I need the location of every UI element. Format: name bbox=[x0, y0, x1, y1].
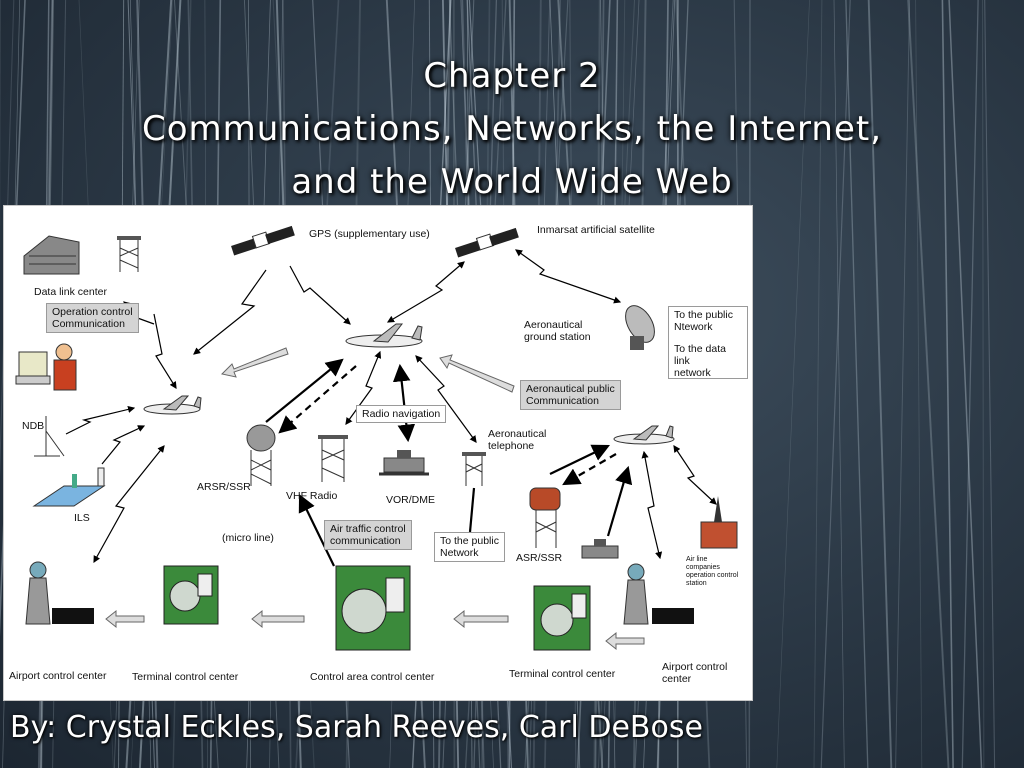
small-station-icon bbox=[581, 539, 619, 559]
label-airport-right-line2: center bbox=[662, 673, 692, 685]
box-public-line1: To the public bbox=[674, 309, 733, 321]
aircraft-right-icon bbox=[613, 425, 675, 445]
label-airport-cc-left: Airport control center bbox=[9, 670, 107, 682]
vhf-radio-tower-icon bbox=[318, 435, 348, 482]
terminal-control-right-screen-icon bbox=[533, 585, 591, 651]
link-arrows bbox=[265, 358, 633, 567]
box-aero-public-line2: Communication bbox=[526, 395, 599, 407]
slide-title: Chapter 2 Communications, Networks, the … bbox=[0, 50, 1024, 209]
box-datalink-line1: To the data link bbox=[674, 343, 726, 367]
label-airline-line3: operation control bbox=[686, 572, 739, 579]
background-streak bbox=[961, 0, 979, 768]
terminal-control-left-screen-icon bbox=[163, 565, 219, 625]
background-streak bbox=[0, 0, 15, 479]
ils-runway-icon bbox=[32, 467, 106, 507]
diagram-drawing bbox=[15, 225, 738, 651]
box-operation-control-line2: Communication bbox=[52, 318, 125, 330]
label-ils: ILS bbox=[74, 512, 90, 524]
label-micro-line: (micro line) bbox=[222, 532, 274, 544]
box-operation-control: Operation control Communication bbox=[46, 303, 139, 333]
box-public-line2: Ntework bbox=[674, 321, 713, 333]
box-atc-line1: Air traffic control bbox=[330, 523, 406, 535]
box-public-mid-line2: Network bbox=[440, 547, 479, 559]
box-to-public-network-mid: To the public Network bbox=[434, 532, 505, 562]
label-gps: GPS (supplementary use) bbox=[309, 228, 430, 240]
label-aero-ground-station: Aeronautical ground station bbox=[524, 319, 591, 343]
label-data-link-center: Data link center bbox=[34, 286, 107, 298]
asr-ssr-radar-icon bbox=[529, 487, 561, 548]
background-streak bbox=[941, 0, 954, 768]
background-streak bbox=[776, 0, 810, 768]
label-airline-line1: Air line bbox=[686, 556, 708, 563]
box-radio-navigation: Radio navigation bbox=[356, 405, 447, 423]
label-terminal-cc-right: Terminal control center bbox=[509, 668, 616, 680]
operator-computer-icon bbox=[15, 343, 77, 391]
ground-station-dish-icon bbox=[625, 305, 655, 350]
background-streak bbox=[895, 0, 911, 768]
radio-link-zigzags bbox=[65, 249, 717, 564]
label-ndb: NDB bbox=[22, 420, 45, 432]
label-airport-right-line1: Airport control bbox=[662, 661, 728, 673]
label-vhf-radio: VHF Radio bbox=[286, 490, 338, 502]
ndb-antenna-icon bbox=[34, 416, 65, 457]
label-asr-ssr: ASR/SSR bbox=[516, 552, 563, 564]
label-terminal-cc-left: Terminal control center bbox=[132, 671, 239, 683]
box-atc-line2: communication bbox=[330, 535, 401, 547]
aircraft-left-icon bbox=[143, 395, 202, 415]
label-airline-ops: Air line companies operation control sta… bbox=[686, 556, 738, 588]
airline-office-building-icon bbox=[700, 496, 738, 549]
label-airline-line2: companies bbox=[686, 564, 720, 571]
gps-satellite-icon bbox=[231, 225, 295, 256]
label-aero-telephone: Aeronautical telephone bbox=[488, 428, 546, 452]
title-line-1: Chapter 2 bbox=[423, 56, 601, 96]
label-arsr-ssr: ARSR/SSR bbox=[197, 481, 251, 493]
background-streak bbox=[813, 0, 823, 768]
box-aero-public-line1: Aeronautical public bbox=[526, 383, 615, 395]
label-inmarsat: Inmarsat artificial satellite bbox=[537, 224, 655, 236]
inmarsat-satellite-icon bbox=[455, 227, 519, 258]
authors-byline: By: Crystal Eckles, Sarah Reeves, Carl D… bbox=[10, 710, 703, 745]
background-streak bbox=[833, 0, 845, 768]
box-datalink-line2: network bbox=[674, 367, 711, 379]
label-vor-dme: VOR/DME bbox=[386, 494, 436, 506]
background-streak bbox=[915, 0, 923, 768]
background-streak bbox=[845, 0, 869, 768]
data-link-center-building-icon bbox=[23, 235, 141, 275]
background-streak bbox=[984, 0, 996, 768]
label-airport-cc-right: Airport control center bbox=[662, 661, 727, 685]
label-aero-telephone-line2: telephone bbox=[488, 440, 535, 452]
arsr-ssr-radar-icon bbox=[246, 424, 276, 486]
aircraft-center-icon bbox=[345, 323, 423, 348]
label-aero-ground-station-line2: ground station bbox=[524, 331, 591, 343]
label-aero-ground-station-line1: Aeronautical bbox=[524, 319, 583, 331]
background-streak bbox=[981, 0, 985, 768]
label-airline-line4: station bbox=[686, 580, 707, 587]
box-aero-public-communication: Aeronautical public Communication bbox=[520, 380, 621, 410]
airport-control-tower-right-icon bbox=[623, 563, 694, 625]
box-to-public-and-data-link: To the public Ntework To the data link n… bbox=[668, 306, 748, 379]
aeronautical-communications-diagram: GPS (supplementary use) Inmarsat artific… bbox=[3, 205, 753, 701]
background-streak bbox=[820, 0, 851, 768]
box-operation-control-line1: Operation control bbox=[52, 306, 133, 318]
background-streak bbox=[867, 0, 893, 768]
label-aero-telephone-line1: Aeronautical bbox=[488, 428, 547, 440]
vor-dme-station-icon bbox=[379, 450, 429, 476]
box-public-mid-line1: To the public bbox=[440, 535, 499, 547]
background-streak bbox=[948, 0, 983, 768]
box-air-traffic-control: Air traffic control communication bbox=[324, 520, 412, 550]
control-area-screen-icon bbox=[335, 565, 411, 651]
title-line-3: and the World Wide Web bbox=[291, 162, 733, 202]
title-line-2: Communications, Networks, the Internet, bbox=[141, 109, 883, 149]
label-control-area-cc: Control area control center bbox=[310, 671, 435, 683]
background-streak bbox=[907, 0, 950, 768]
telephone-tower-icon bbox=[462, 452, 486, 486]
airport-control-tower-left-icon bbox=[25, 561, 94, 625]
